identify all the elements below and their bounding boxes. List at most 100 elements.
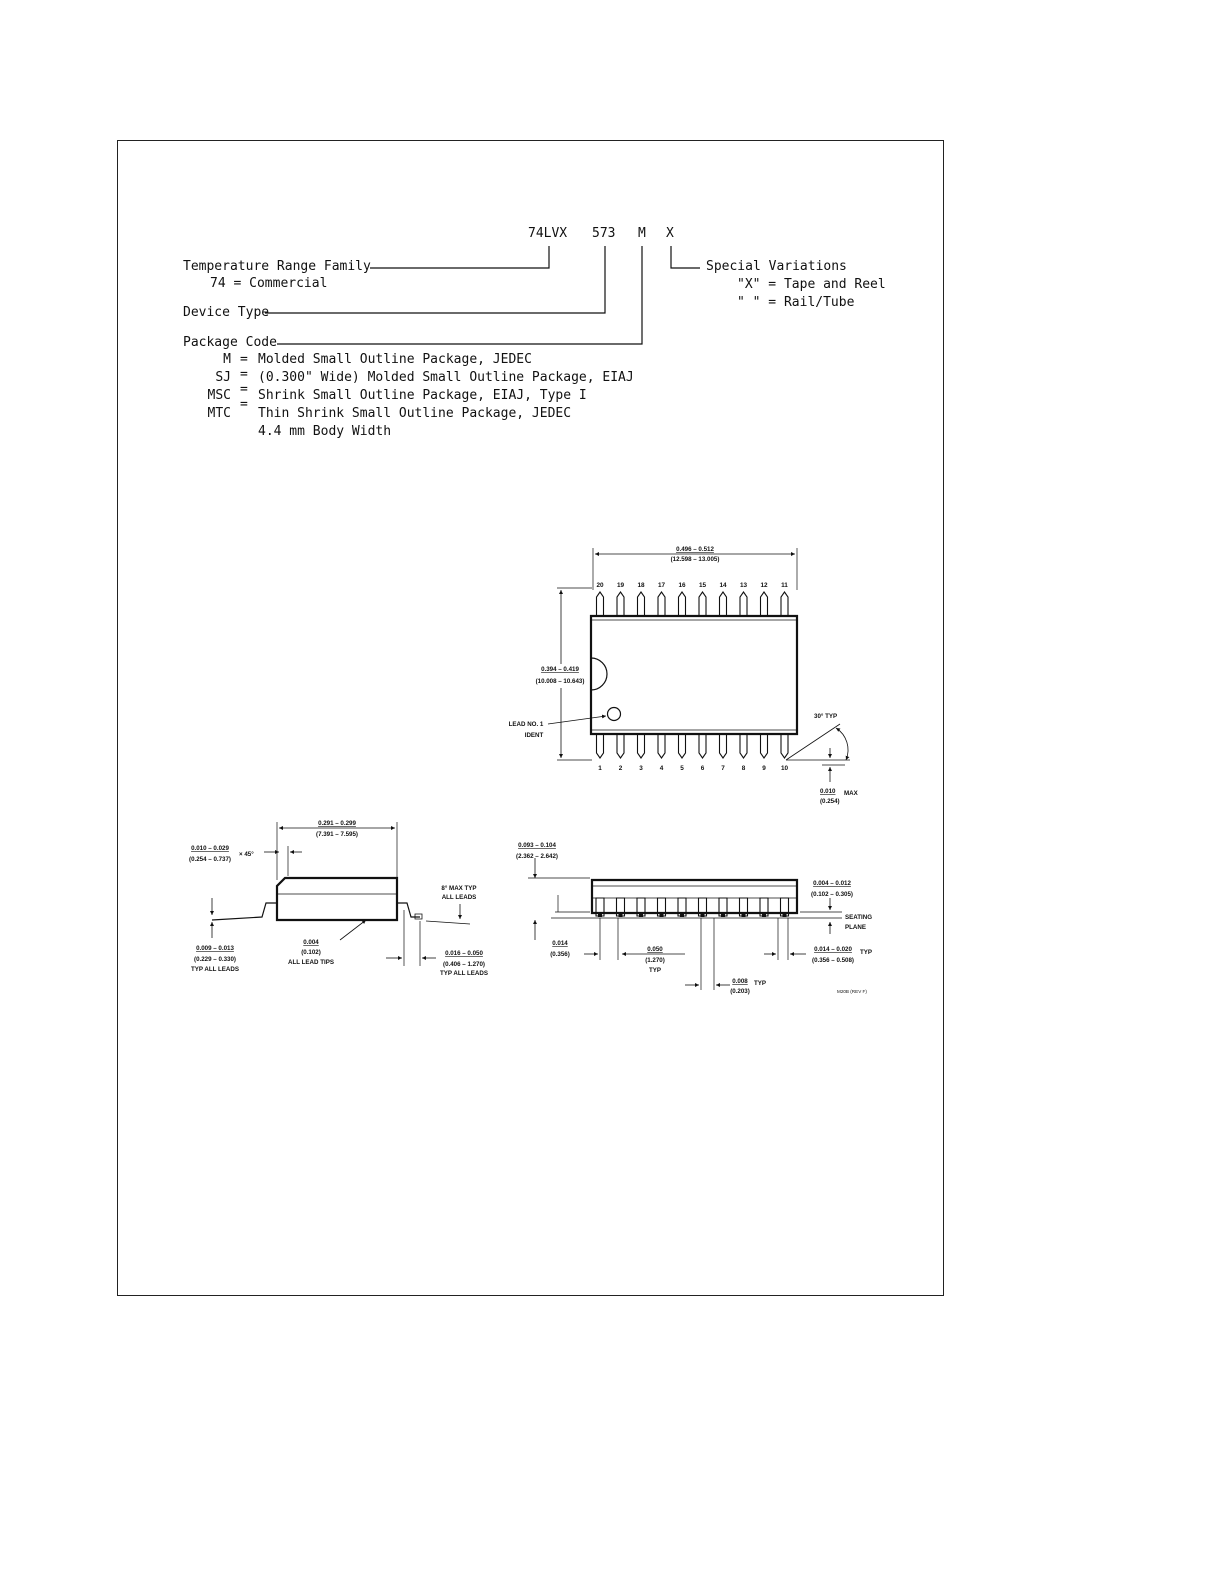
- side-body: [592, 880, 797, 913]
- special-opt2: " " = Rail/Tube: [737, 295, 855, 310]
- pin-number-label: 3: [639, 765, 643, 772]
- bottom-pin: [781, 734, 788, 758]
- width-mm: (10.008 – 10.643): [536, 678, 585, 685]
- lead-thick-note: TYP ALL LEADS: [191, 966, 239, 973]
- body-width-in: 0.291 – 0.299: [318, 820, 356, 827]
- page-frame: [117, 140, 944, 1296]
- length-in: 0.496 – 0.512: [676, 546, 714, 553]
- pitch-note: TYP: [649, 967, 661, 974]
- lead-tips-in: 0.004: [303, 939, 319, 946]
- top-pins: [597, 592, 789, 616]
- lead-tips-note: ALL LEAD TIPS: [288, 959, 334, 966]
- side-pin-foot: [721, 912, 725, 917]
- desc-extra: 4.4 mm Body Width: [258, 424, 392, 439]
- lead-width-mm: (0.356 – 0.508): [812, 957, 854, 964]
- top-view: [548, 548, 850, 782]
- part-device: 573: [592, 226, 616, 241]
- top-pin: [638, 592, 645, 616]
- device-type-label: Device Type: [183, 305, 270, 320]
- leader-package: [277, 246, 642, 344]
- height-mm: (2.362 – 2.642): [516, 853, 558, 860]
- pin-number-label: 8: [742, 765, 746, 772]
- bottom-pin: [740, 734, 747, 758]
- package-outline-drawing: 0.496 – 0.512 (12.598 – 13.005) 0.394 – …: [189, 546, 872, 995]
- pitch-mm: (1.270): [645, 957, 665, 964]
- pin-number-label: 15: [699, 582, 707, 589]
- side-view-labels: 0.093 – 0.104 (2.362 – 2.642) 0.004 – 0.…: [516, 842, 872, 995]
- desc-mtc: Thin Shrink Small Outline Package, JEDEC: [258, 406, 572, 421]
- lead-width-in: 0.014 – 0.020: [814, 946, 852, 953]
- pin-number-label: 20: [596, 582, 604, 589]
- length-mm: (12.598 – 13.005): [671, 556, 720, 563]
- package-desc-list: Molded Small Outline Package, JEDEC (0.3…: [258, 352, 634, 442]
- pin-number-label: 14: [719, 582, 727, 589]
- pin-number-label: 9: [762, 765, 766, 772]
- top-pin: [597, 592, 604, 616]
- bottom-pin: [617, 734, 624, 758]
- top-pin: [761, 592, 768, 616]
- pin-number-label: 4: [660, 765, 664, 772]
- lead1-line1: LEAD NO. 1: [509, 721, 544, 728]
- pin-number-label: 17: [658, 582, 666, 589]
- top-pin: [740, 592, 747, 616]
- end-view: [210, 822, 470, 966]
- notch: [591, 658, 607, 690]
- pin-number-label: 5: [680, 765, 684, 772]
- lead-width-suffix: TYP: [860, 949, 872, 956]
- seating-l2: PLANE: [845, 924, 866, 931]
- lead1-line2: IDENT: [525, 732, 544, 739]
- angle-label: 30° TYP: [814, 713, 837, 720]
- pin-number-label: 13: [740, 582, 748, 589]
- top-pin: [617, 592, 624, 616]
- bottom-pin: [699, 734, 706, 758]
- desc-msc: Shrink Small Outline Package, EIAJ, Type…: [258, 388, 587, 403]
- lead-angle-l1: 8° MAX TYP: [441, 885, 476, 892]
- side-pin-foot: [700, 912, 705, 917]
- package-body: [591, 616, 797, 734]
- lead-thick-in: 0.009 – 0.013: [196, 945, 234, 952]
- chamfer-suffix: × 45°: [239, 851, 254, 858]
- bottom-pin: [597, 734, 604, 758]
- special-opt1: "X" = Tape and Reel: [737, 277, 886, 292]
- top-view-labels: 0.496 – 0.512 (12.598 – 13.005) 0.394 – …: [509, 546, 859, 805]
- flat-in: 0.010: [820, 788, 836, 795]
- side-pin-foot: [782, 912, 787, 917]
- side-pin-foot: [639, 912, 643, 917]
- bottom-pins: [597, 734, 789, 758]
- lead-tips-mm: (0.102): [301, 949, 321, 956]
- package-code-label: Package Code: [183, 335, 277, 350]
- side-pin-foot: [680, 912, 684, 917]
- standoff-in: 0.004 – 0.012: [813, 880, 851, 887]
- chamfer-mm: (0.254 – 0.737): [189, 856, 231, 863]
- pin1-dot: [608, 708, 621, 721]
- foot-in: 0.016 – 0.050: [445, 950, 483, 957]
- base-mm: (0.356): [550, 951, 570, 958]
- top-pin: [720, 592, 727, 616]
- leader-special: [671, 246, 700, 268]
- lead-dim-suffix: TYP: [754, 980, 766, 987]
- eq-signs: = = = =: [240, 352, 248, 412]
- end-body: [277, 878, 397, 920]
- body-width-mm: (7.391 – 7.595): [316, 831, 358, 838]
- ordering-leader-lines: [0, 0, 1224, 500]
- code-mtc: MTC: [207, 406, 231, 421]
- standoff-mm: (0.102 – 0.305): [811, 891, 853, 898]
- code-m: M: [223, 352, 231, 367]
- pin-number-label: 7: [721, 765, 725, 772]
- foot-mm: (0.406 – 1.270): [443, 961, 485, 968]
- part-family: 74LVX: [528, 226, 568, 241]
- side-pin-foot: [741, 912, 746, 917]
- left-lead: [212, 903, 277, 920]
- side-pin-foot: [659, 912, 664, 917]
- flat-mm: (0.254): [820, 798, 840, 805]
- leader-temperature: [370, 246, 549, 268]
- side-pin-foot: [598, 912, 602, 917]
- side-pin-foot: [618, 912, 623, 917]
- bottom-pin: [679, 734, 686, 758]
- lead-dim-mm: (0.203): [730, 988, 750, 995]
- pin-number-label: 10: [781, 765, 789, 772]
- pin-number-label: 2: [619, 765, 623, 772]
- lead-thick-mm: (0.229 – 0.330): [194, 956, 236, 963]
- bottom-pin: [638, 734, 645, 758]
